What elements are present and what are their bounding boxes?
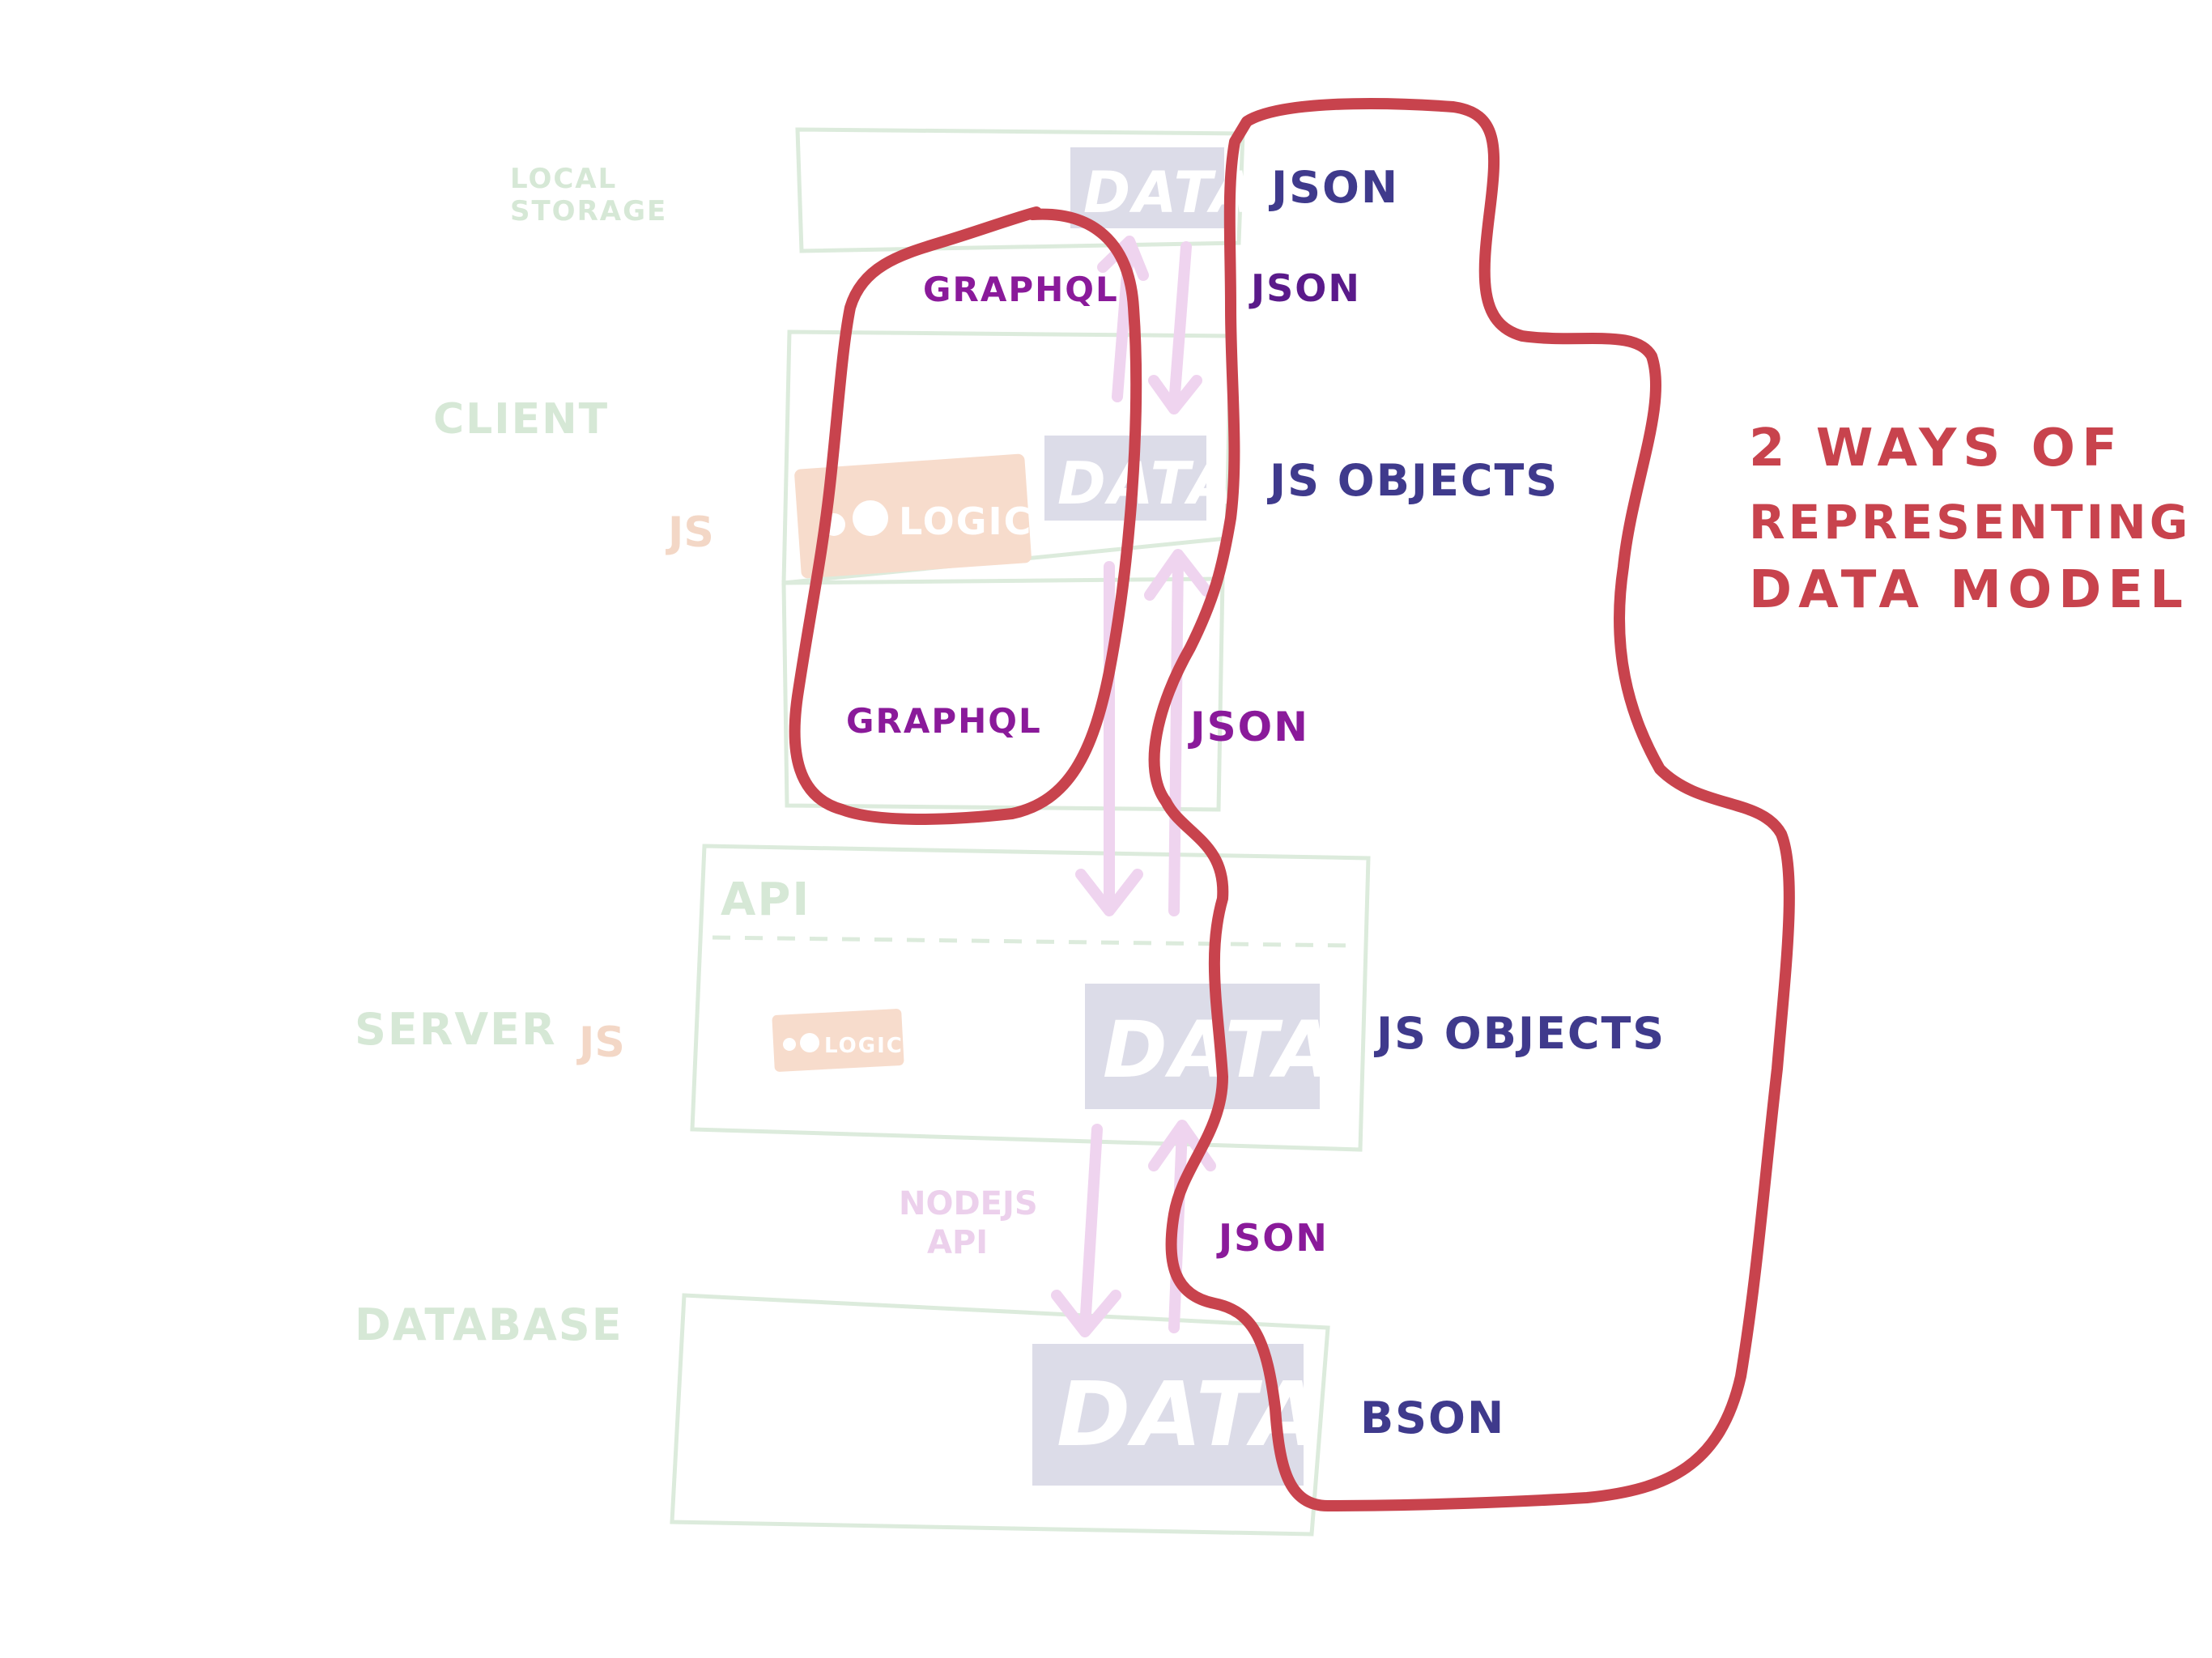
data-model-outline <box>1148 97 1795 1511</box>
local-storage-box <box>795 127 1245 253</box>
nodejs-api-label-line1: NODEJS <box>899 1185 1038 1222</box>
arrow-up-api-head <box>1144 549 1212 601</box>
format-bson-db: BSON <box>1360 1392 1505 1443</box>
graphql-outline <box>789 206 1142 825</box>
format-json-api-transfer: JSON <box>1188 704 1309 750</box>
annotation-line3: DATA MODEL <box>1749 560 2189 620</box>
arrow-down-api-head <box>1075 869 1143 916</box>
format-json-storage: JSON <box>1268 162 1399 213</box>
client-language-js: JS <box>666 508 714 557</box>
format-json-storage-transfer: JSON <box>1249 266 1361 310</box>
api-divider <box>712 935 1353 948</box>
nodejs-api-label-line2: API <box>927 1224 988 1261</box>
graphql-label-top: GRAPHQL <box>923 270 1119 309</box>
arrow-up-head <box>1097 236 1149 281</box>
tier-label-local-storage-line1: LOCAL <box>510 163 617 195</box>
arrow-up-db <box>1168 1124 1188 1333</box>
database-box <box>670 1293 1330 1537</box>
arrow-down-head <box>1148 375 1202 414</box>
tier-label-database: DATABASE <box>355 1299 623 1350</box>
server-box <box>690 844 1371 1152</box>
gear-icon <box>853 500 888 536</box>
format-json-db-transfer: JSON <box>1216 1216 1329 1260</box>
client-lower-box <box>781 576 1225 812</box>
arrow-down-db <box>1079 1124 1103 1333</box>
arrow-up-api <box>1168 553 1184 916</box>
tier-label-local-storage-line2: STORAGE <box>510 195 667 227</box>
format-js-objects-client: JS OBJECTS <box>1266 455 1559 506</box>
svg-text:LOGIC: LOGIC <box>899 500 1032 543</box>
format-js-objects-server: JS OBJECTS <box>1373 1008 1665 1059</box>
tier-label-client: CLIENT <box>433 395 609 444</box>
client-logic-tile: LOGIC <box>794 453 1032 579</box>
api-label: API <box>721 874 810 926</box>
tier-label-server: SERVER <box>355 1004 557 1055</box>
gear-icon <box>800 1033 819 1052</box>
svg-text:DATA: DATA <box>1057 449 1236 517</box>
arrow-down-storage <box>1168 241 1192 410</box>
annotation: 2 WAYS OF REPRESENTING DATA MODEL <box>1749 419 2191 620</box>
graphql-label-bottom: GRAPHQL <box>846 701 1042 741</box>
annotation-line2: REPRESENTING <box>1749 495 2191 550</box>
server-logic-tile: LOGIC <box>772 1009 904 1072</box>
annotation-line1: 2 WAYS OF <box>1749 419 2124 478</box>
svg-text:LOGIC: LOGIC <box>824 1034 904 1058</box>
server-language-js: JS <box>576 1018 625 1067</box>
gear-icon <box>783 1038 796 1051</box>
arrow-down-db-head <box>1051 1290 1121 1337</box>
